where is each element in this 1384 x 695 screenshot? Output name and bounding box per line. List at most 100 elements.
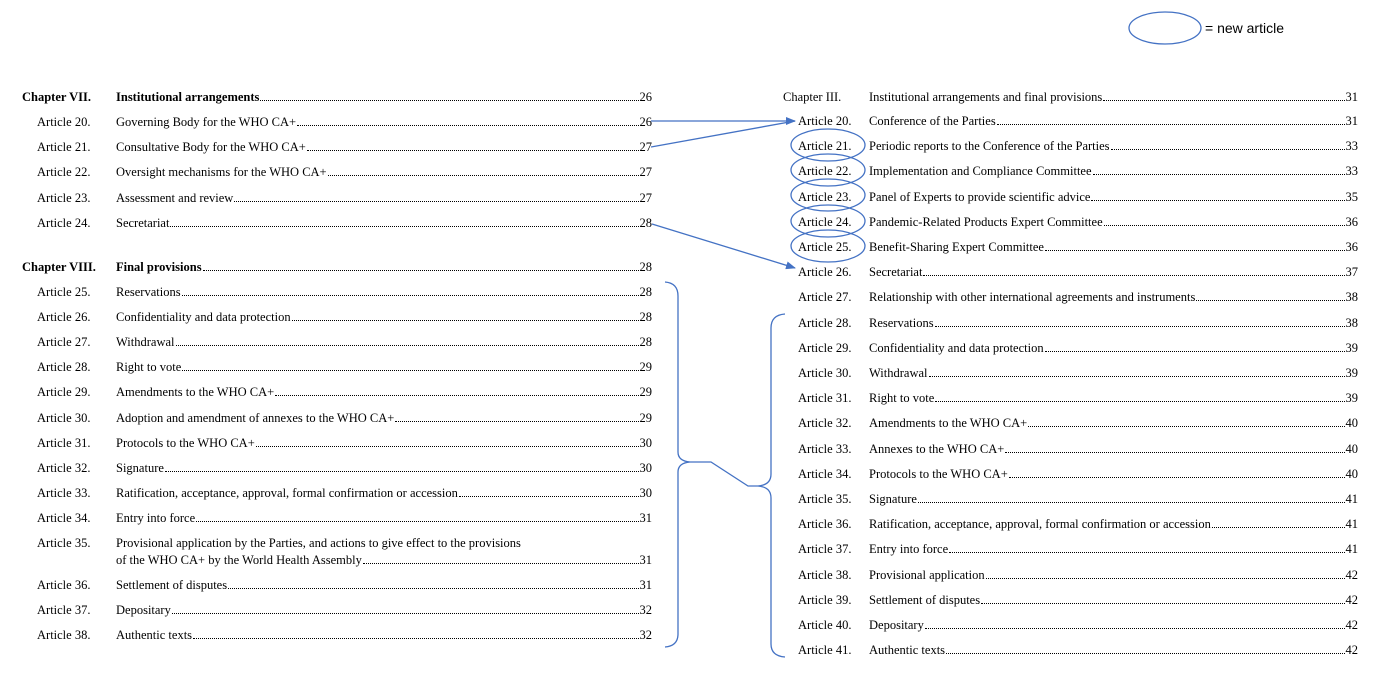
article-number: Article 22. [798, 164, 852, 179]
page-number: 42 [1345, 567, 1359, 582]
article-title: Benefit-Sharing Expert Committee [869, 240, 1044, 254]
article-number: Article 29. [37, 385, 91, 400]
article-title-line-2: of the WHO CA+ by the World Health Assem… [116, 553, 362, 567]
page-number: 36 [1345, 214, 1359, 229]
article-number: Article 38. [798, 567, 852, 582]
page-number: 32 [639, 603, 653, 617]
article-title: Adoption and amendment of annexes to the… [116, 410, 395, 425]
page-number: 42 [1345, 643, 1359, 658]
page-number: 26 [639, 115, 653, 129]
page-number: 26 [639, 90, 653, 104]
article-number: Article 33. [798, 441, 852, 456]
article-title: Confidentiality and data protection [116, 310, 291, 325]
chapter-title: Institutional arrangements and final pro… [869, 90, 1103, 104]
page-number: 28 [639, 260, 653, 274]
article-number: Article 26. [798, 265, 852, 280]
article-number: Article 35. [37, 536, 91, 550]
page-number: 31 [639, 578, 653, 592]
article-title: Amendments to the WHO CA+ [869, 416, 1028, 431]
article-title: Governing Body for the WHO CA+ [116, 115, 297, 129]
article-number: Article 36. [37, 578, 91, 592]
page-number: 40 [1345, 466, 1359, 481]
article-number: Article 36. [798, 517, 852, 532]
article-number: Article 23. [37, 190, 91, 205]
article-number: Article 39. [798, 592, 852, 607]
article-title: Consultative Body for the WHO CA+ [116, 140, 306, 155]
article-title: Ratification, acceptance, approval, form… [869, 517, 1211, 532]
page-number: 37 [1345, 265, 1359, 280]
article-number: Article 29. [798, 340, 852, 355]
article-title-line-1: Provisional application by the Parties, … [116, 536, 521, 550]
page-number: 39 [1345, 366, 1359, 380]
page-number: 28 [639, 215, 653, 230]
article-title: Secretariat [116, 215, 170, 230]
article-title: Amendments to the WHO CA+ [116, 385, 275, 400]
article-number: Article 31. [37, 435, 91, 450]
article-number: Article 30. [798, 366, 852, 380]
article-number: Article 33. [37, 485, 91, 500]
article-number: Article 40. [798, 618, 852, 632]
page-number: 30 [639, 485, 653, 500]
page-number: 41 [1345, 492, 1359, 506]
article-title: Ratification, acceptance, approval, form… [116, 485, 458, 500]
article-title: Settlement of disputes [116, 578, 228, 592]
article-title: Annexes to the WHO CA+ [869, 441, 1005, 456]
article-title: Relationship with other international ag… [869, 290, 1196, 305]
page-number: 30 [639, 435, 653, 450]
page-number: 35 [1345, 189, 1359, 204]
article-title: Protocols to the WHO CA+ [116, 435, 255, 450]
article-number: Article 37. [37, 603, 91, 617]
page-number: 29 [639, 360, 653, 375]
article-number: Article 37. [798, 542, 852, 557]
article-number: Article 26. [37, 310, 91, 325]
article-title: Authentic texts [116, 628, 193, 642]
article-number: Article 27. [798, 290, 852, 305]
article-title: Protocols to the WHO CA+ [869, 466, 1008, 481]
page-number: 29 [639, 385, 653, 400]
article-number: Article 28. [798, 315, 852, 330]
page-number: 39 [1345, 391, 1359, 406]
arrow-article-24 [651, 223, 796, 270]
article-title: Oversight mechanisms for the WHO CA+ [116, 165, 327, 180]
article-number: Article 27. [37, 335, 91, 350]
page-number: 30 [639, 460, 653, 475]
page-number: 42 [1345, 618, 1359, 632]
article-number: Article 32. [37, 460, 91, 475]
article-number: Article 22. [37, 165, 91, 180]
page-number: 33 [1345, 164, 1359, 179]
page-number: 33 [1345, 139, 1359, 154]
legend-label: = new article [1205, 20, 1284, 36]
page-number: 28 [639, 335, 653, 350]
article-title: Depositary [116, 603, 171, 617]
article-number: Article 24. [798, 214, 852, 229]
article-number: Article 35. [798, 492, 852, 506]
new-article-circle-21 [790, 128, 866, 162]
article-number: Article 30. [37, 410, 91, 425]
article-title: Assessment and review [116, 190, 234, 205]
article-number: Article 21. [37, 140, 91, 155]
article-title: Pandemic-Related Products Expert Committ… [869, 214, 1103, 229]
article-title: Periodic reports to the Conference of th… [869, 139, 1110, 154]
page-number: 36 [1345, 240, 1359, 254]
left-brace [664, 281, 691, 648]
article-number: Article 20. [798, 114, 852, 128]
page-number: 27 [639, 140, 653, 155]
brace-connector [690, 461, 758, 487]
article-number: Article 21. [798, 139, 852, 154]
page-number: 27 [639, 165, 653, 180]
legend-ellipse [1128, 11, 1202, 45]
article-number: Article 38. [37, 628, 91, 642]
article-title: Conference of the Parties [869, 114, 996, 128]
article-title: Provisional application [869, 567, 985, 582]
page-number: 29 [639, 410, 653, 425]
page-number: 40 [1345, 441, 1359, 456]
page-number: 42 [1345, 592, 1359, 607]
page-number: 38 [1345, 315, 1359, 330]
new-article-circle-22 [790, 153, 866, 187]
page-number: 31 [1345, 90, 1359, 104]
page-number: 28 [639, 310, 653, 325]
page-number: 41 [1345, 542, 1359, 557]
article-title-line-2-row: of the WHO CA+ by the World Health Assem… [116, 552, 652, 568]
page-number: 38 [1345, 290, 1359, 305]
